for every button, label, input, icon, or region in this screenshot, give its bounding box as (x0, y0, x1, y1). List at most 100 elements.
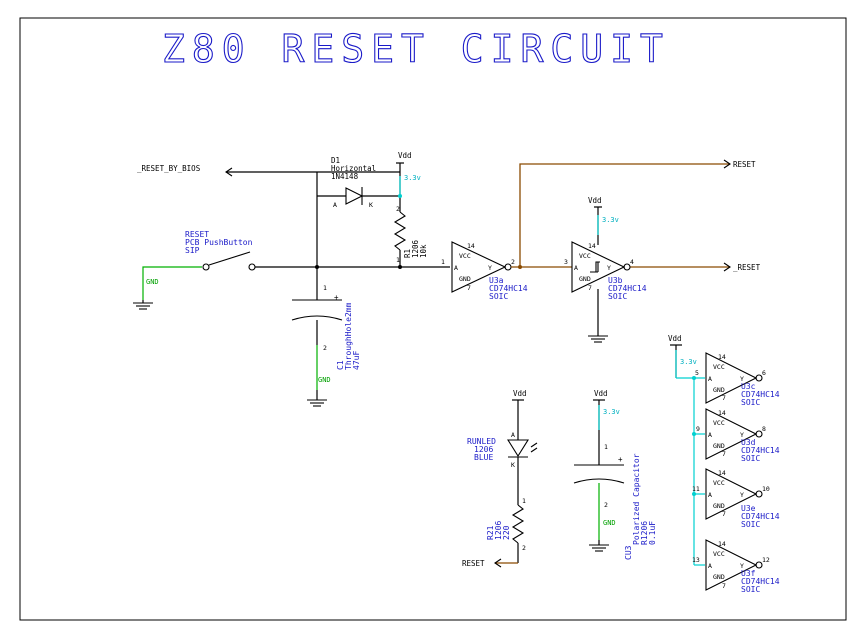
svg-text:GND: GND (603, 519, 616, 527)
svg-text:U3c: U3c (741, 382, 756, 391)
svg-text:+: + (618, 455, 623, 464)
svg-text:Polarized Capacitor: Polarized Capacitor (632, 453, 641, 545)
net-label-reset-led: RESET (462, 559, 485, 568)
svg-text:CD74HC14: CD74HC14 (741, 390, 780, 399)
d1-value: 1N4148 (331, 172, 359, 181)
svg-text:Vdd: Vdd (668, 334, 682, 343)
svg-text:Vdd: Vdd (594, 389, 608, 398)
svg-text:1206: 1206 (474, 445, 493, 454)
svg-text:14: 14 (718, 353, 726, 361)
svg-text:Y: Y (740, 491, 744, 499)
svg-text:3.3v: 3.3v (680, 358, 697, 366)
svg-text:14: 14 (718, 409, 726, 417)
svg-text:SOIC: SOIC (608, 292, 627, 301)
svg-text:14: 14 (467, 242, 475, 250)
page-title: Z80 RESET CIRCUIT (162, 27, 670, 71)
svg-text:2: 2 (522, 544, 526, 552)
vdd-label: Vdd (398, 151, 412, 160)
svg-text:10: 10 (762, 485, 770, 493)
gate-u3b: Vdd 3.3v VCC GND A Y 14 7 3 4 U3b CD74HC… (564, 196, 647, 343)
svg-text:RUNLED: RUNLED (467, 437, 496, 446)
svg-text:CD74HC14: CD74HC14 (608, 284, 647, 293)
svg-text:CU3: CU3 (624, 545, 633, 560)
capacitor-cu3: Vdd 3.3v 1 + 2 GND CU3 Polarized Capacit… (573, 389, 657, 560)
svg-text:6: 6 (762, 369, 766, 377)
svg-text:3.3v: 3.3v (603, 408, 620, 416)
svg-text:Y: Y (740, 431, 744, 439)
svg-text:RESET: RESET (185, 230, 209, 239)
svg-text:2: 2 (396, 205, 400, 213)
led-runled: Vdd A K RUNLED 1206 BLUE 1 2 R21 1206 22… (462, 389, 538, 568)
svg-text:GND: GND (146, 278, 159, 286)
svg-text:CD74HC14: CD74HC14 (489, 284, 528, 293)
svg-text:GND: GND (579, 275, 591, 283)
svg-text:GND: GND (713, 573, 725, 581)
svg-text:SOIC: SOIC (741, 585, 760, 594)
net-label-reset-by-bios: _RESET_BY_BIOS (137, 164, 201, 173)
svg-text:2: 2 (323, 344, 327, 352)
svg-text:GND: GND (459, 275, 471, 283)
svg-text:U3f: U3f (741, 569, 756, 578)
svg-text:SOIC: SOIC (489, 292, 508, 301)
gate-u3d: VCC GND A Y 14 7 9 8 U3d CD74HC14 SOIC (696, 408, 780, 463)
svg-text:A: A (708, 562, 712, 570)
svg-text:GND: GND (713, 442, 725, 450)
svg-text:47uF: 47uF (352, 351, 361, 370)
svg-text:VCC: VCC (459, 252, 471, 260)
svg-text:13: 13 (692, 556, 700, 564)
svg-text:1: 1 (323, 284, 327, 292)
svg-text:12: 12 (762, 556, 770, 564)
svg-text:SIP: SIP (185, 246, 200, 255)
svg-text:A: A (333, 201, 337, 209)
svg-text:K: K (511, 461, 515, 469)
gate-u3f: VCC GND A Y 14 7 13 12 U3f CD74HC14 SOIC (692, 539, 780, 594)
svg-text:11: 11 (692, 485, 700, 493)
svg-text:U3a: U3a (489, 276, 504, 285)
svg-text:VCC: VCC (579, 252, 591, 260)
net-reset-by-bios: _RESET_BY_BIOS (137, 164, 400, 177)
svg-text:VCC: VCC (713, 419, 725, 427)
net-label-reset: RESET (733, 160, 756, 169)
svg-text:8: 8 (762, 425, 766, 433)
svg-text:U3d: U3d (741, 438, 756, 447)
svg-text:7: 7 (722, 582, 726, 590)
d1-type: Horizontal (331, 164, 376, 173)
svg-text:R1206: R1206 (640, 521, 649, 545)
sheet-border (19, 17, 847, 621)
svg-text:PCB PushButton: PCB PushButton (185, 238, 253, 247)
svg-text:VCC: VCC (713, 550, 725, 558)
svg-text:A: A (454, 264, 458, 272)
d1-ref: D1 (331, 156, 340, 165)
svg-text:K: K (369, 201, 373, 209)
svg-text:7: 7 (722, 510, 726, 518)
svg-text:SOIC: SOIC (741, 454, 760, 463)
svg-text:3: 3 (564, 258, 568, 266)
svg-text:4: 4 (630, 258, 634, 266)
unused-gates-tie: Vdd 3.3v (668, 334, 705, 566)
svg-text:R1: R1 (403, 249, 412, 258)
svg-text:VCC: VCC (713, 479, 725, 487)
svg-text:1206: 1206 (494, 521, 503, 540)
svg-text:A: A (708, 491, 712, 499)
gate-u3e: VCC GND A Y 14 7 11 10 U3e CD74HC14 SOIC (692, 468, 780, 529)
capacitor-c1: + 1 2 GND C1 ThroughHole2mm 47uF (291, 284, 361, 407)
svg-text:SOIC: SOIC (741, 398, 760, 407)
svg-text:SOIC: SOIC (741, 520, 760, 529)
svg-text:7: 7 (467, 284, 471, 292)
svg-text:CD74HC14: CD74HC14 (741, 512, 780, 521)
svg-text:7: 7 (722, 394, 726, 402)
svg-text:14: 14 (588, 242, 596, 250)
svg-text:1: 1 (522, 497, 526, 505)
svg-text:10k: 10k (419, 244, 428, 258)
resistor-r1: Vdd 3.3v 2 1 R1 1206 10k (393, 151, 428, 269)
svg-text:2: 2 (511, 258, 515, 266)
svg-text:5: 5 (695, 369, 699, 377)
svg-text:Y: Y (740, 562, 744, 570)
svg-text:U3b: U3b (608, 276, 623, 285)
svg-text:7: 7 (722, 450, 726, 458)
pushbutton-reset: RESET PCB PushButton SIP GND (133, 230, 450, 310)
net-label-reset-n: _RESET (733, 263, 761, 272)
svg-text:R21: R21 (486, 525, 495, 540)
svg-text:220: 220 (502, 525, 511, 540)
